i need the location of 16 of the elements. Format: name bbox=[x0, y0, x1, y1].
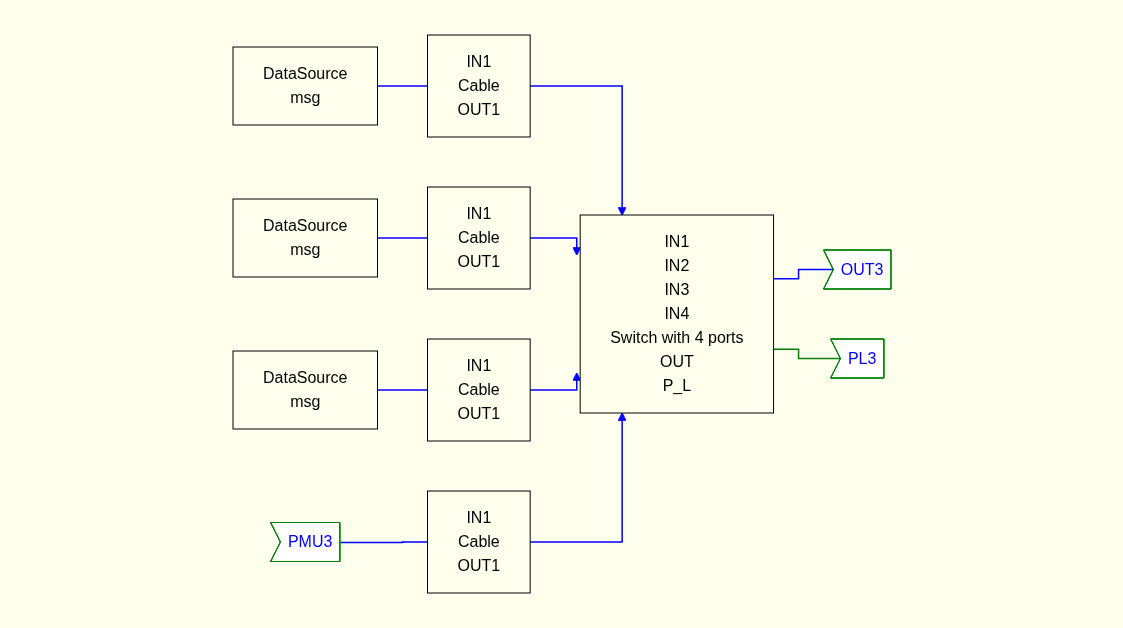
node-box: IN1 Cable OUT1 bbox=[426, 338, 531, 442]
arrow bbox=[528, 372, 581, 391]
connector bbox=[376, 85, 428, 87]
connector bbox=[376, 237, 428, 239]
arrow bbox=[528, 237, 581, 256]
node-box: IN1 Cable OUT1 bbox=[426, 34, 531, 138]
node-box: IN1 Cable OUT1 bbox=[426, 490, 531, 594]
node-box: DataSource msg bbox=[232, 350, 378, 430]
node-box: DataSource msg bbox=[232, 198, 378, 278]
node-box: IN1 Cable OUT1 bbox=[426, 186, 531, 290]
arrow bbox=[528, 412, 627, 543]
arrow bbox=[528, 85, 627, 216]
connector bbox=[376, 389, 428, 391]
node-box: DataSource msg bbox=[232, 46, 378, 126]
connector bbox=[339, 541, 428, 544]
node-box: IN1 IN2 IN3 IN4 Switch with 4 ports OUT P_L bbox=[579, 214, 774, 414]
